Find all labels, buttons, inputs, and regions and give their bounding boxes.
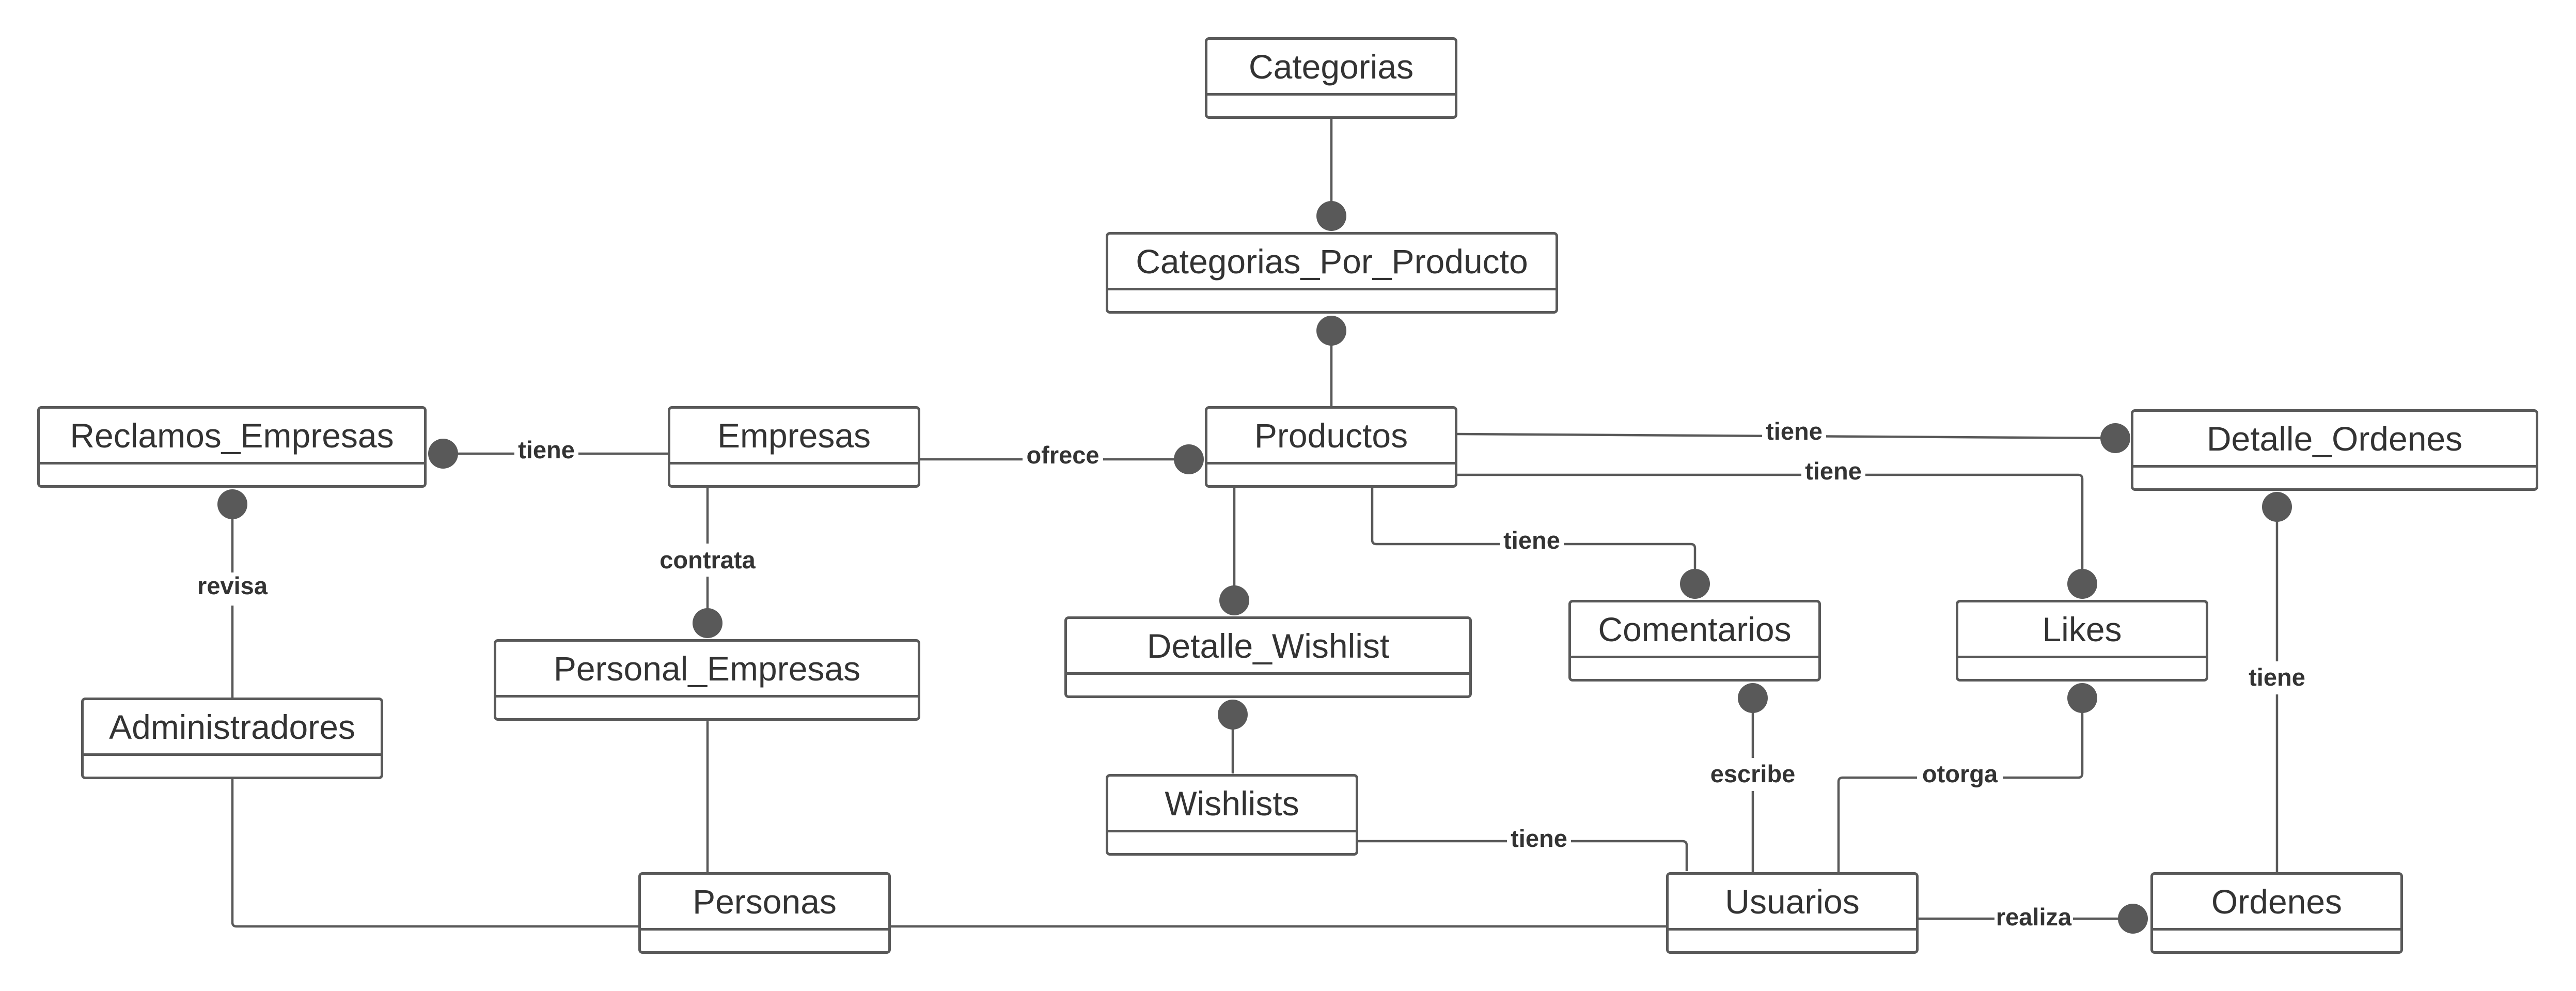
rel-label-administradores-reclamos: revisa bbox=[197, 572, 268, 599]
many-dot-categorias-por-producto-bottom bbox=[1316, 316, 1346, 346]
label-backgrounds bbox=[192, 415, 2309, 934]
rel-label-productos-detalle-ordenes: tiene bbox=[1766, 417, 1823, 445]
entity-detalle-ordenes[interactable]: Detalle_Ordenes bbox=[2131, 409, 2538, 491]
entity-divider bbox=[84, 753, 381, 756]
entity-divider bbox=[1958, 656, 2206, 658]
entity-usuarios[interactable]: Usuarios bbox=[1666, 872, 1919, 954]
entity-divider bbox=[496, 695, 918, 698]
entity-title: Comentarios bbox=[1598, 610, 1792, 648]
entity-categorias[interactable]: Categorias bbox=[1205, 37, 1457, 119]
entity-divider bbox=[1669, 928, 1916, 931]
line-productos-likes bbox=[1457, 473, 2084, 584]
entity-administradores[interactable]: Administradores bbox=[81, 698, 383, 779]
rel-label-empresas-productos: ofrece bbox=[1026, 441, 1099, 469]
entity-title: Personas bbox=[693, 882, 837, 921]
entity-title: Empresas bbox=[717, 416, 871, 455]
entity-title: Categorias_Por_Producto bbox=[1136, 242, 1528, 281]
entity-ordenes[interactable]: Ordenes bbox=[2150, 872, 2403, 954]
entity-title: Detalle_Ordenes bbox=[2206, 419, 2463, 458]
many-dot-productos-left bbox=[1174, 444, 1204, 474]
entity-divider bbox=[2153, 928, 2400, 931]
many-dot-detalle-ordenes-bottom bbox=[2262, 492, 2292, 522]
line-wishlists-usuarios bbox=[1358, 840, 1688, 871]
entity-detalle-wishlist[interactable]: Detalle_Wishlist bbox=[1064, 616, 1472, 698]
line-administradores-usuarios bbox=[231, 779, 1666, 928]
many-dot-reclamos-empresas-right bbox=[428, 439, 458, 469]
rel-label-wishlists-usuarios: tiene bbox=[1511, 825, 1567, 852]
entity-divider bbox=[1571, 656, 1818, 658]
entity-title: Administradores bbox=[109, 707, 355, 746]
entity-divider bbox=[670, 462, 918, 464]
many-dot-ordenes-left bbox=[2118, 904, 2148, 934]
entity-divider bbox=[1207, 93, 1455, 96]
many-dot-detalle-wishlist-top bbox=[1219, 585, 1249, 615]
many-dot-likes-top bbox=[2067, 569, 2097, 599]
many-dot-detalle-ordenes-left bbox=[2100, 423, 2130, 453]
entity-empresas[interactable]: Empresas bbox=[668, 406, 920, 488]
rel-label-usuarios-likes: otorga bbox=[1922, 760, 1998, 787]
entity-divider bbox=[1067, 672, 1469, 675]
rel-label-empresas-personal: contrata bbox=[659, 546, 756, 574]
many-dot-comentarios-top bbox=[1680, 569, 1710, 599]
entity-categorias-por-producto[interactable]: Categorias_Por_Producto bbox=[1106, 232, 1558, 314]
entity-divider bbox=[40, 462, 424, 464]
rel-label-empresas-reclamos: tiene bbox=[518, 436, 575, 463]
entity-divider bbox=[2133, 465, 2536, 468]
entity-reclamos-empresas[interactable]: Reclamos_Empresas bbox=[37, 406, 427, 488]
entity-title: Categorias bbox=[1248, 47, 1414, 86]
rel-label-usuarios-comentarios: escribe bbox=[1710, 760, 1796, 787]
many-dot-personal-empresas bbox=[693, 608, 722, 638]
many-dot-comentarios-bottom bbox=[1738, 683, 1768, 713]
rel-label-ordenes-detalle-ordenes: tiene bbox=[2249, 663, 2305, 691]
many-dot-reclamos-empresas-bottom bbox=[217, 489, 247, 519]
entity-divider bbox=[641, 928, 888, 931]
entity-title: Personal_Empresas bbox=[553, 649, 861, 688]
entity-divider bbox=[1108, 288, 1556, 290]
entity-title: Reclamos_Empresas bbox=[70, 416, 394, 455]
rel-label-productos-likes: tiene bbox=[1805, 457, 1862, 485]
entity-wishlists[interactable]: Wishlists bbox=[1106, 774, 1358, 856]
entity-title: Wishlists bbox=[1165, 784, 1299, 823]
entity-divider bbox=[1108, 830, 1356, 832]
many-dot-categorias-por-producto-top bbox=[1316, 201, 1346, 231]
entity-divider bbox=[1207, 462, 1455, 464]
entity-title: Usuarios bbox=[1725, 882, 1860, 921]
many-dot-detalle-wishlist-bottom bbox=[1218, 700, 1248, 730]
entity-personal-empresas[interactable]: Personal_Empresas bbox=[494, 639, 920, 721]
entity-productos[interactable]: Productos bbox=[1205, 406, 1457, 488]
entity-comentarios[interactable]: Comentarios bbox=[1568, 600, 1821, 682]
entity-title: Likes bbox=[2042, 610, 2122, 648]
entity-title: Ordenes bbox=[2211, 882, 2343, 921]
many-dot-likes-bottom bbox=[2067, 683, 2097, 713]
rel-label-productos-comentarios: tiene bbox=[1503, 527, 1560, 554]
rel-label-usuarios-ordenes: realiza bbox=[1996, 903, 2072, 931]
entity-title: Detalle_Wishlist bbox=[1146, 626, 1390, 665]
entity-likes[interactable]: Likes bbox=[1956, 600, 2208, 682]
entity-title: Productos bbox=[1254, 416, 1408, 455]
entity-personas[interactable]: Personas bbox=[638, 872, 891, 954]
